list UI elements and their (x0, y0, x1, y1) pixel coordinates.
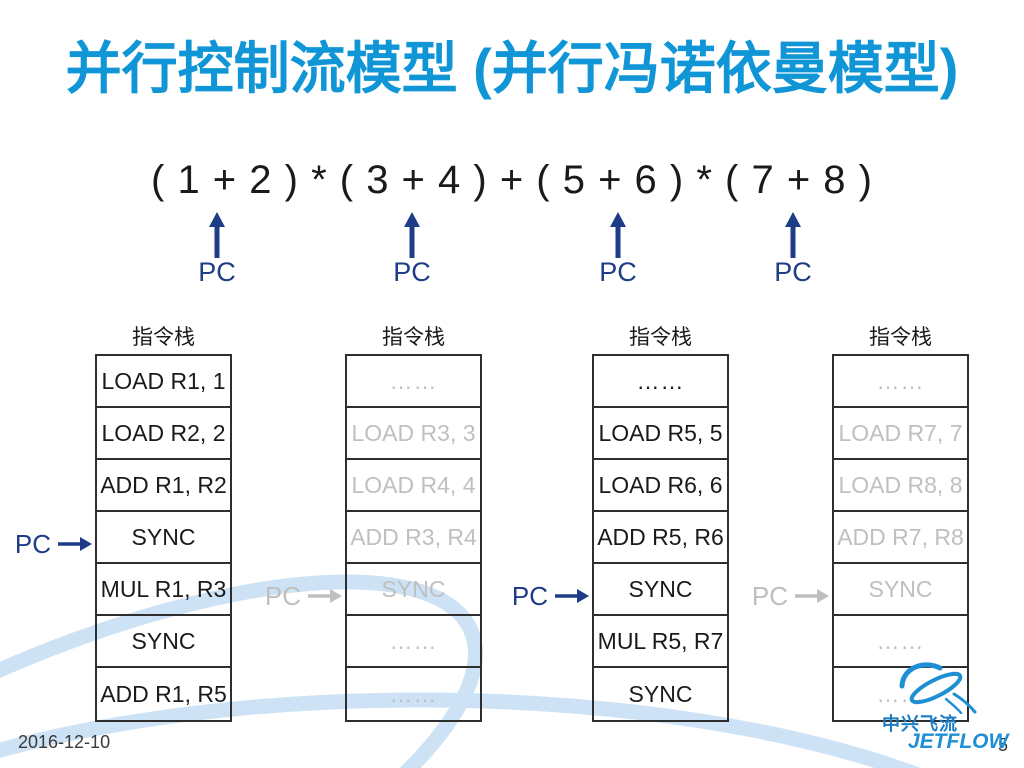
page-number: 5 (998, 735, 1009, 755)
pc-pointer-2-label: PC (264, 581, 301, 611)
jetflow-logo-icon (899, 662, 977, 714)
stack-4-row-3: LOAD R8, 8 (834, 460, 967, 512)
pc-label-3: PC (599, 257, 637, 287)
stack-3-table: …… LOAD R5, 5 LOAD R6, 6 ADD R5, R6 SYNC… (592, 354, 729, 722)
pc-pointer-stack-4: PC (752, 581, 830, 611)
pc-right-arrow-icon-3 (555, 589, 589, 603)
pc-up-arrow-1 (209, 212, 225, 258)
pc-pointer-stack-1: PC (15, 529, 93, 559)
stack-2-row-5: SYNC (347, 564, 480, 616)
stack-1-row-4: SYNC (97, 512, 230, 564)
stack-2-row-2: LOAD R3, 3 (347, 408, 480, 460)
pc-right-arrow-icon-1 (58, 537, 92, 551)
stack-1-table: LOAD R1, 1 LOAD R2, 2 ADD R1, R2 SYNC MU… (95, 354, 232, 722)
pc-label-1: PC (198, 257, 236, 287)
logo-company-name: 中兴飞流 (882, 714, 958, 734)
stack-2-header: 指令栈 (382, 326, 445, 349)
stack-3-row-3: LOAD R6, 6 (594, 460, 727, 512)
pc-up-arrow-2 (404, 212, 420, 258)
stack-1-row-3: ADD R1, R2 (97, 460, 230, 512)
pc-up-arrow-4 (785, 212, 801, 258)
pc-right-arrow-icon-4 (795, 589, 829, 603)
pc-right-arrow-icon-2 (308, 589, 342, 603)
stack-3-row-5: SYNC (594, 564, 727, 616)
pc-label-4: PC (774, 257, 812, 287)
stack-3-header: 指令栈 (629, 326, 692, 349)
stack-3-row-4: ADD R5, R6 (594, 512, 727, 564)
pc-up-arrow-3 (610, 212, 626, 258)
stack-3-row-7: SYNC (628, 680, 693, 707)
instruction-stack-3: 指令栈 …… LOAD R5, 5 LOAD R6, 6 ADD R5, R6 … (592, 324, 729, 722)
stack-1-row-2: LOAD R2, 2 (97, 408, 230, 460)
pc-label-2: PC (393, 257, 431, 287)
slide-date: 2016-12-10 (18, 732, 111, 752)
stack-4-row-1: …… (834, 356, 967, 408)
stack-4-row-6: …… (834, 616, 967, 668)
stack-2-row-6: …… (347, 616, 480, 668)
stack-3-row-6: MUL R5, R7 (594, 616, 727, 668)
pc-pointer-1-label: PC (14, 529, 51, 559)
stack-1-header: 指令栈 (132, 326, 195, 349)
stack-1-row-6: SYNC (97, 616, 230, 668)
jetflow-logo: 中兴飞流 JETFLOW (876, 658, 1008, 764)
stack-1-row-1: LOAD R1, 1 (97, 356, 230, 408)
stack-2-row-1: …… (347, 356, 480, 408)
instruction-stack-4: 指令栈 …… LOAD R7, 7 LOAD R8, 8 ADD R7, R8 … (832, 324, 969, 722)
stack-4-table: …… LOAD R7, 7 LOAD R8, 8 ADD R7, R8 SYNC… (832, 354, 969, 722)
instruction-stack-2: 指令栈 …… LOAD R3, 3 LOAD R4, 4 ADD R3, R4 … (345, 324, 482, 722)
expression-text: ( 1 + 2 ) * ( 3 + 4 ) + ( 5 + 6 ) * ( 7 … (151, 158, 873, 202)
stack-2-row-7: …… (389, 680, 438, 707)
stack-3-row-1: …… (594, 356, 727, 408)
slide-title: 并行控制流模型 (并行冯诺依曼模型) (65, 37, 959, 100)
stack-4-header: 指令栈 (869, 326, 932, 349)
stack-4-row-4: ADD R7, R8 (834, 512, 967, 564)
stack-2-table: …… LOAD R3, 3 LOAD R4, 4 ADD R3, R4 SYNC… (345, 354, 482, 722)
stack-4-row-2: LOAD R7, 7 (834, 408, 967, 460)
pc-pointer-stack-3: PC (512, 581, 590, 611)
stack-2-row-4: ADD R3, R4 (347, 512, 480, 564)
pc-pointer-4-label: PC (751, 581, 788, 611)
stack-1-row-5: MUL R1, R3 (97, 564, 230, 616)
stack-4-row-5: SYNC (834, 564, 967, 616)
stack-2-row-3: LOAD R4, 4 (347, 460, 480, 512)
instruction-stack-1: 指令栈 LOAD R1, 1 LOAD R2, 2 ADD R1, R2 SYN… (95, 324, 232, 722)
pc-pointer-3-label: PC (511, 581, 548, 611)
pc-pointer-stack-2: PC (265, 581, 343, 611)
stack-3-row-2: LOAD R5, 5 (594, 408, 727, 460)
logo-brand-name: JETFLOW (908, 730, 1009, 753)
stack-1-row-7: ADD R1, R5 (100, 680, 227, 707)
